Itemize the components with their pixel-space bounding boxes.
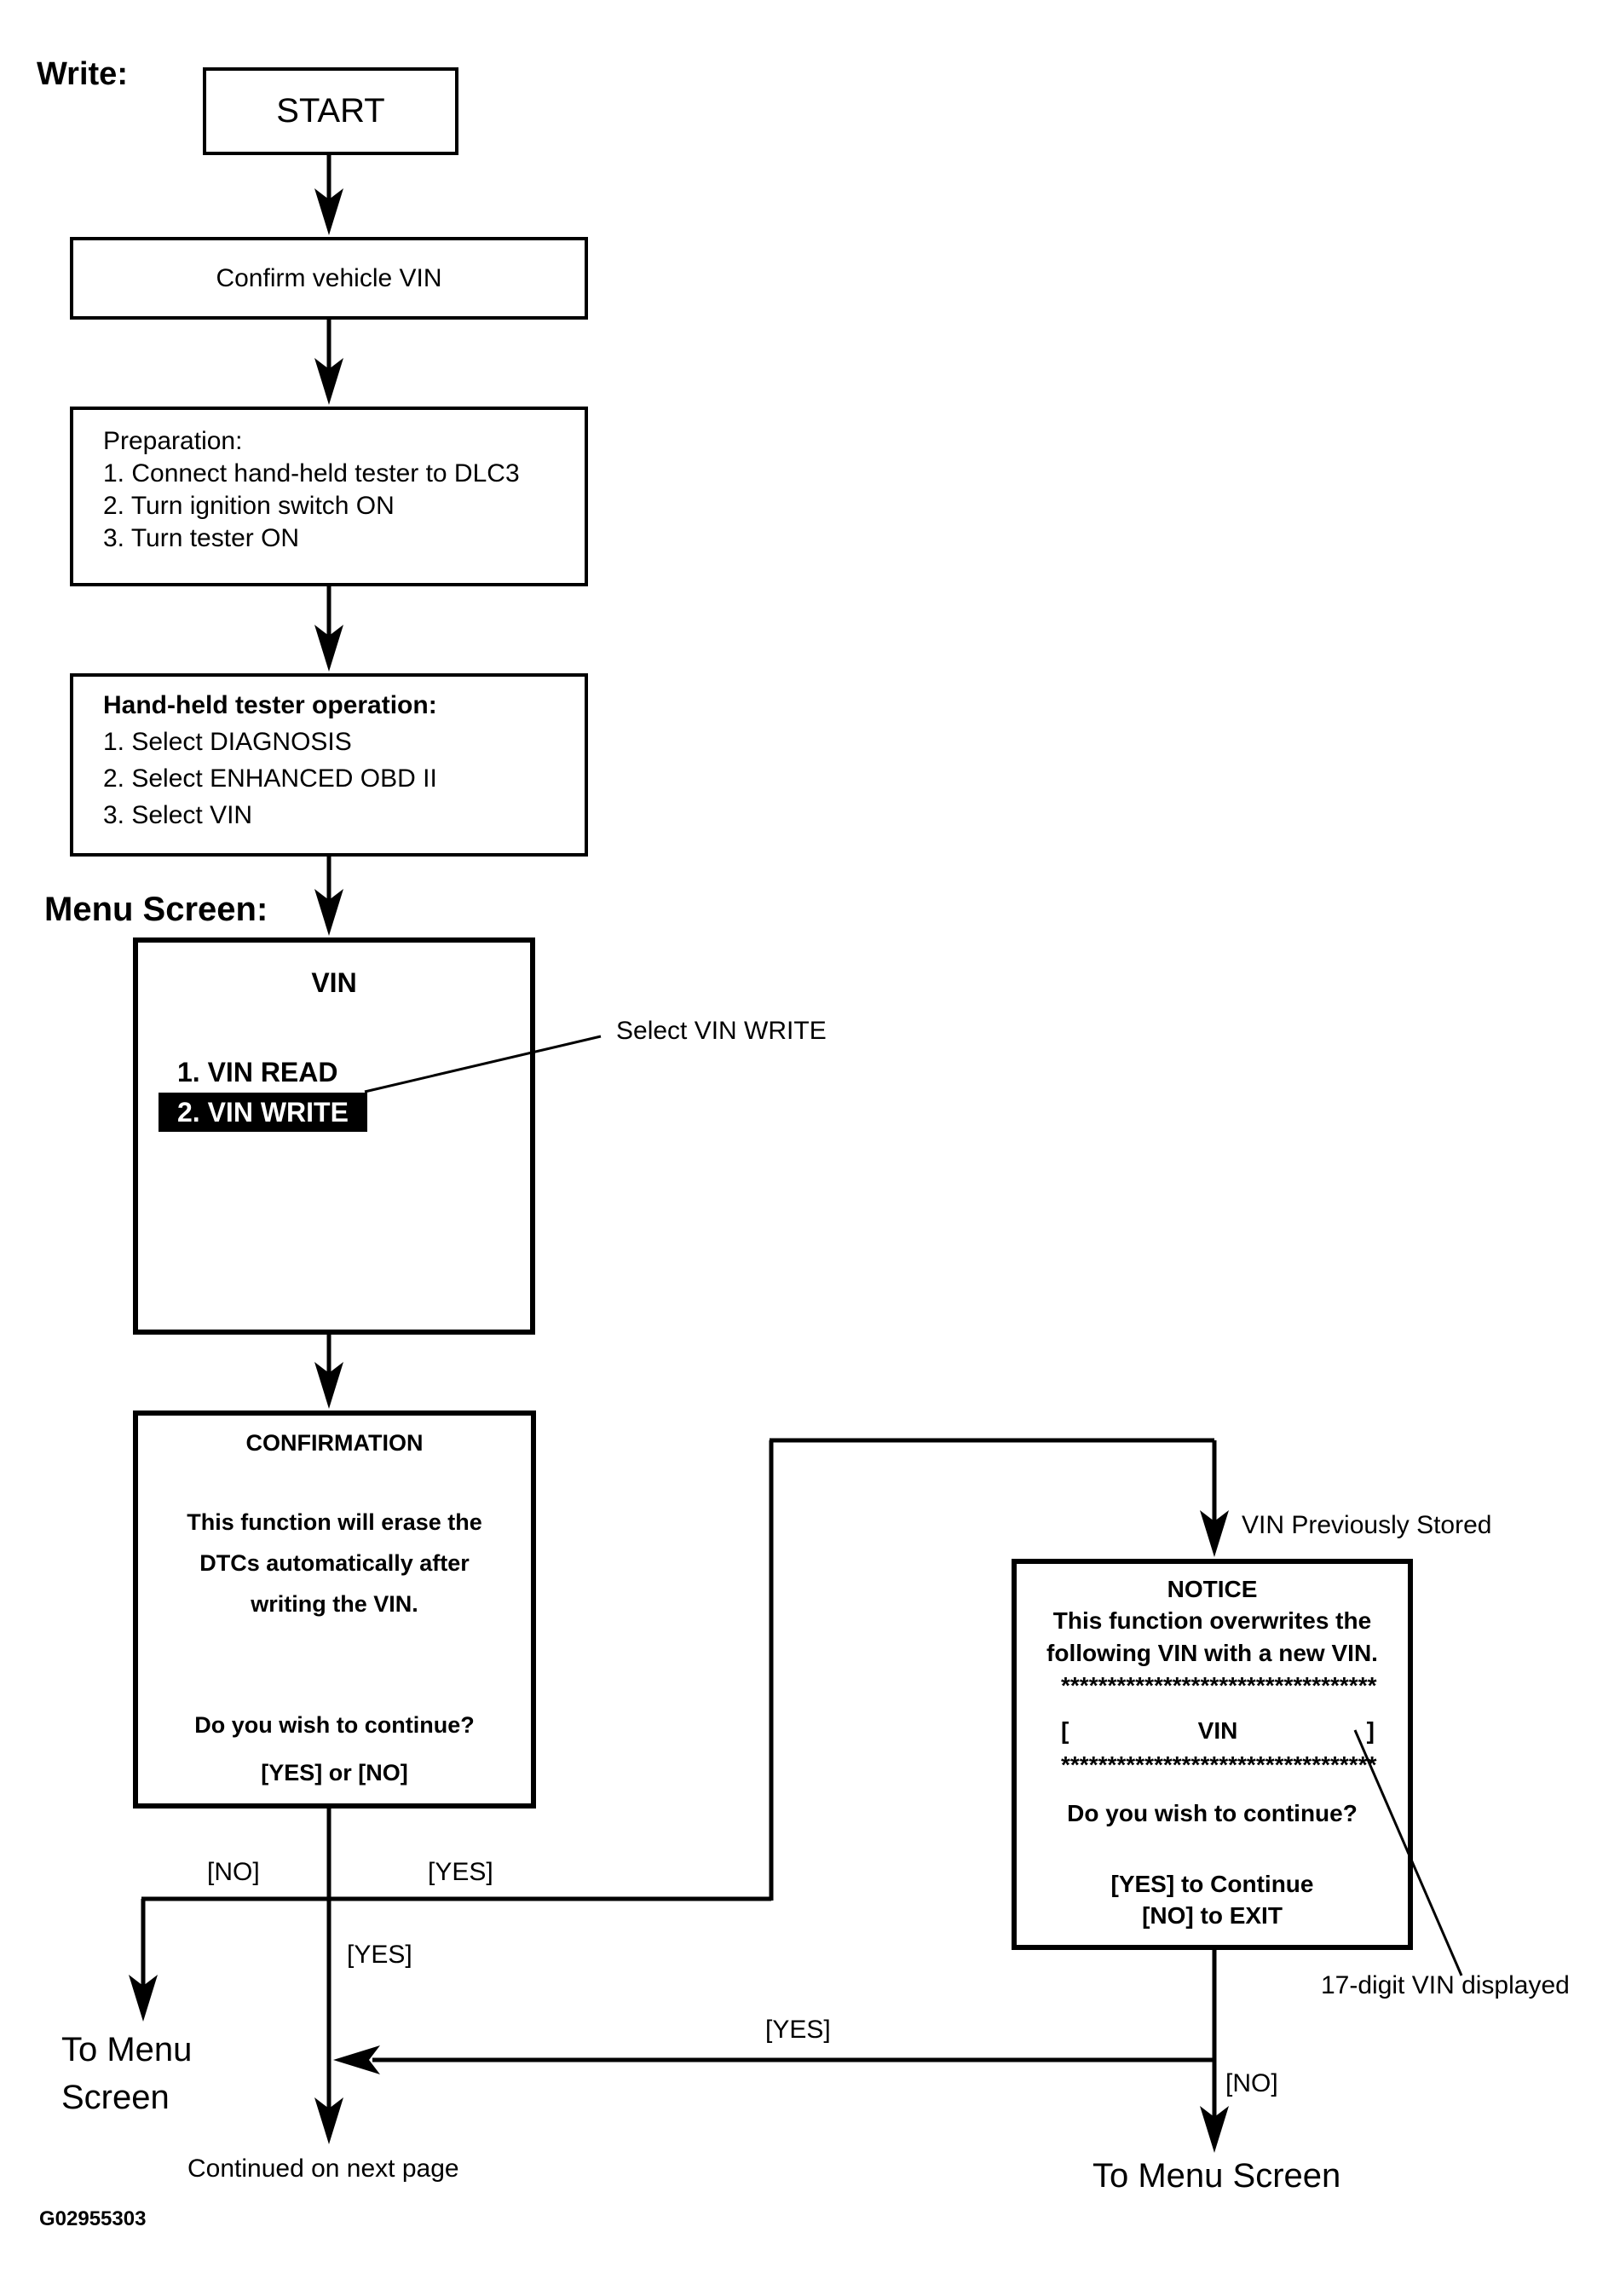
branch-label-yes: [YES] bbox=[428, 1858, 493, 1886]
start-node: START bbox=[203, 67, 458, 155]
confirmation-screen: CONFIRMATION This function will erase th… bbox=[133, 1410, 536, 1809]
callout-select-vin-write bbox=[364, 1035, 602, 1093]
notice-vin-row: [ VIN ] bbox=[1061, 1717, 1375, 1745]
figure-code: G02955303 bbox=[39, 2207, 147, 2230]
confirm-vin-node: Confirm vehicle VIN bbox=[70, 237, 588, 320]
tester-operation-step: 1. Select DIAGNOSIS bbox=[103, 728, 352, 756]
menu-item-vin-read: 1. VIN READ bbox=[177, 1057, 338, 1087]
arrowhead-down-icon bbox=[314, 625, 343, 672]
arrowhead-left-icon bbox=[333, 2045, 380, 2074]
notice-screen: NOTICE This function overwrites the foll… bbox=[1012, 1559, 1413, 1950]
menu-screen-section-label: Menu Screen: bbox=[44, 891, 268, 928]
tester-operation-step: 2. Select ENHANCED OBD II bbox=[103, 764, 437, 793]
select-vin-write-callout: Select VIN WRITE bbox=[616, 1017, 827, 1045]
arrowhead-down-icon bbox=[1200, 2106, 1229, 2153]
menu-item-vin-write: 2. VIN WRITE bbox=[177, 1096, 349, 1128]
notice-vin-value: VIN bbox=[1197, 1717, 1238, 1744]
notice-yes-option: [YES] to Continue bbox=[1110, 1871, 1314, 1897]
tester-operation-title: Hand-held tester operation: bbox=[103, 691, 437, 719]
to-menu-screen-left: Screen bbox=[61, 2079, 170, 2116]
notice-no-option: [NO] to EXIT bbox=[1142, 1902, 1283, 1929]
arrowhead-down-icon bbox=[314, 358, 343, 405]
to-menu-screen-left: To Menu bbox=[61, 2031, 193, 2068]
notice-body-line: following VIN with a new VIN. bbox=[1046, 1640, 1378, 1666]
arrowhead-down-icon bbox=[314, 2097, 343, 2144]
notice-question: Do you wish to continue? bbox=[1067, 1800, 1358, 1826]
vin-previously-stored-label: VIN Previously Stored bbox=[1242, 1511, 1492, 1539]
confirmation-title: CONFIRMATION bbox=[245, 1430, 424, 1456]
menu-item-vin-write-highlight: 2. VIN WRITE bbox=[159, 1093, 367, 1132]
arrowhead-down-icon bbox=[314, 889, 343, 936]
arrowhead-down-icon bbox=[314, 1362, 343, 1409]
notice-asterisk-row: ********************************** bbox=[1061, 1751, 1377, 1778]
preparation-step: 1. Connect hand-held tester to DLC3 bbox=[103, 459, 520, 487]
confirmation-body-line: DTCs automatically after bbox=[199, 1550, 470, 1576]
preparation-node: Preparation: 1. Connect hand-held tester… bbox=[70, 407, 588, 586]
vin-menu-title: VIN bbox=[311, 967, 357, 998]
branch-label-yes: [YES] bbox=[765, 2016, 831, 2044]
vin-menu-screen: VIN 1. VIN READ 2. VIN WRITE bbox=[133, 937, 535, 1335]
notice-body-line: This function overwrites the bbox=[1052, 1607, 1372, 1634]
arrowhead-down-icon bbox=[314, 188, 343, 235]
tester-operation-node: Hand-held tester operation: 1. Select DI… bbox=[70, 673, 588, 857]
preparation-step: 3. Turn tester ON bbox=[103, 524, 300, 552]
tester-operation-step: 3. Select VIN bbox=[103, 801, 253, 829]
branch-label-no: [NO] bbox=[207, 1858, 260, 1886]
write-section-label: Write: bbox=[37, 56, 128, 92]
branch-label-yes: [YES] bbox=[347, 1941, 412, 1969]
confirmation-body-line: This function will erase the bbox=[187, 1509, 482, 1535]
preparation-step: 2. Turn ignition switch ON bbox=[103, 492, 395, 520]
preparation-title: Preparation: bbox=[103, 427, 243, 455]
to-menu-screen-right: To Menu Screen bbox=[1092, 2157, 1341, 2195]
arrowhead-down-icon bbox=[129, 1975, 158, 2022]
branch-label-no: [NO] bbox=[1225, 2069, 1278, 2097]
continued-next-page-label: Continued on next page bbox=[187, 2155, 459, 2183]
notice-asterisk-row: ********************************** bbox=[1061, 1672, 1377, 1699]
confirmation-options: [YES] or [NO] bbox=[261, 1760, 408, 1785]
arrowhead-down-icon bbox=[1200, 1510, 1229, 1557]
start-node-label: START bbox=[276, 92, 385, 130]
notice-vin-open-bracket: [ bbox=[1061, 1717, 1069, 1744]
17-digit-vin-callout: 17-digit VIN displayed bbox=[1321, 1971, 1570, 1999]
notice-title: NOTICE bbox=[1167, 1576, 1258, 1602]
confirmation-body-line: writing the VIN. bbox=[251, 1591, 418, 1617]
notice-vin-close-bracket: ] bbox=[1366, 1717, 1375, 1744]
confirm-vin-label: Confirm vehicle VIN bbox=[216, 263, 442, 292]
confirmation-question: Do you wish to continue? bbox=[194, 1712, 475, 1738]
